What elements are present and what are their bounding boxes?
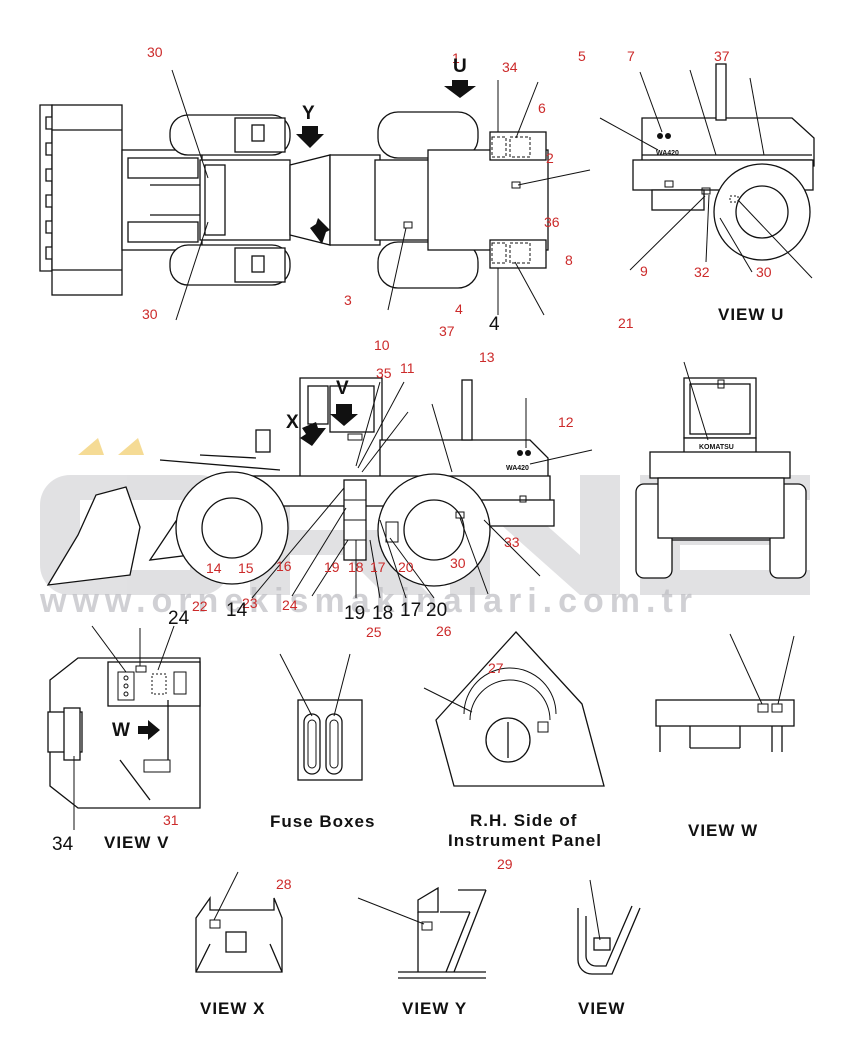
callout-21: 21	[618, 315, 634, 331]
view-w-drawing	[655, 633, 795, 752]
callout-view-v-letter: V	[336, 378, 349, 399]
callout-24-black: 24	[168, 608, 190, 629]
callout-22: 22	[192, 598, 208, 614]
callout-4: 4	[455, 301, 463, 317]
callout-view-y-letter: Y	[302, 103, 315, 124]
black-callouts: U Y 4 V X 14 19 18 17 20 24 W 34	[52, 56, 500, 855]
callout-6: 6	[538, 100, 546, 116]
arrow-x-side-icon	[300, 422, 326, 446]
front-view-brand-badge: KOMATSU	[699, 444, 734, 451]
top-view-drawing	[39, 69, 591, 321]
callout-24: 24	[282, 597, 298, 613]
watermark-url: www.ornekismakinalari.com.tr	[39, 582, 698, 620]
callout-3: 3	[344, 292, 352, 308]
view-z-drawing	[577, 879, 641, 975]
watermark-dots	[78, 438, 144, 455]
callout-19: 19	[324, 559, 340, 575]
view-x-drawing	[195, 871, 283, 973]
arrow-v-icon	[330, 404, 358, 426]
side-view-drawing: WA420	[46, 377, 593, 599]
view-captions: VIEW U VIEW V Fuse Boxes R.H. Side of In…	[104, 305, 784, 1018]
view-v-drawing	[47, 625, 201, 830]
callout-33: 33	[504, 534, 520, 550]
red-callouts: 30 1 34 5 7 37 6 2 36 8 9 32 30 21 3 4 3…	[142, 44, 772, 892]
callout-36: 36	[544, 214, 560, 230]
callout-17-black: 17	[400, 600, 421, 621]
callout-5: 5	[578, 48, 586, 64]
callout-16: 16	[276, 558, 292, 574]
callout-17: 17	[370, 559, 386, 575]
caption-view-u: VIEW U	[718, 305, 784, 324]
callout-34-black: 34	[52, 834, 74, 855]
caption-view-v: VIEW V	[104, 833, 170, 852]
callout-18: 18	[348, 559, 364, 575]
callout-view-x-letter: X	[286, 412, 299, 433]
callout-19-black: 19	[344, 603, 365, 624]
watermark-brand: ÖRNEK	[640, 468, 644, 471]
view-u-model-badge: WA420	[656, 150, 679, 157]
callout-34: 34	[502, 59, 518, 75]
caption-view-z: VIEW	[578, 999, 625, 1018]
instrument-panel-drawing	[423, 631, 605, 787]
arrow-y-icon	[296, 126, 324, 148]
callout-8: 8	[565, 252, 573, 268]
caption-fuse-boxes: Fuse Boxes	[270, 812, 375, 831]
callout-11: 11	[400, 360, 415, 376]
arrow-x-icon	[310, 218, 330, 244]
caption-view-y: VIEW Y	[402, 999, 467, 1018]
caption-instrument-panel-line2: Instrument Panel	[448, 831, 602, 850]
callout-30: 30	[450, 555, 466, 571]
callout-view-u-letter: U	[453, 56, 467, 77]
callout-14-black: 14	[226, 600, 248, 621]
callout-20: 20	[398, 559, 414, 575]
callout-15: 15	[238, 560, 254, 576]
callout-37: 37	[439, 323, 455, 339]
callout-37: 37	[714, 48, 730, 64]
arrow-w-icon	[138, 720, 160, 740]
callout-10: 10	[374, 337, 390, 353]
caption-view-x: VIEW X	[200, 999, 266, 1018]
caption-instrument-panel-line1: R.H. Side of	[470, 811, 577, 830]
front-view-drawing: KOMATSU	[635, 361, 807, 579]
callout-1: 1	[452, 50, 460, 66]
callout-7: 7	[627, 48, 635, 64]
callout-2: 2	[546, 150, 554, 166]
callout-26: 26	[436, 623, 452, 639]
callout-20-black: 20	[426, 600, 447, 621]
callout-30: 30	[142, 306, 158, 322]
callout-9: 9	[640, 263, 648, 279]
callout-28: 28	[276, 876, 292, 892]
callout-4-black: 4	[489, 314, 500, 335]
callout-27: 27	[488, 660, 504, 676]
callout-view-w-letter: W	[112, 720, 130, 741]
callout-35: 35	[376, 365, 392, 381]
callout-30: 30	[756, 264, 772, 280]
arrow-u-icon	[444, 80, 476, 98]
callout-31: 31	[163, 812, 179, 828]
callout-12: 12	[558, 414, 574, 430]
callout-23: 23	[242, 595, 258, 611]
callout-30: 30	[147, 44, 163, 60]
callout-13: 13	[479, 349, 495, 365]
view-y-drawing	[357, 886, 487, 979]
callout-29: 29	[497, 856, 513, 872]
side-view-model-badge: WA420	[506, 465, 529, 472]
callout-18-black: 18	[372, 603, 393, 624]
caption-view-w: VIEW W	[688, 821, 758, 840]
callout-25: 25	[366, 624, 382, 640]
fuse-boxes-drawing	[279, 653, 363, 781]
callout-14: 14	[206, 560, 222, 576]
callout-32: 32	[694, 264, 710, 280]
view-u-drawing: WA420	[599, 63, 815, 279]
